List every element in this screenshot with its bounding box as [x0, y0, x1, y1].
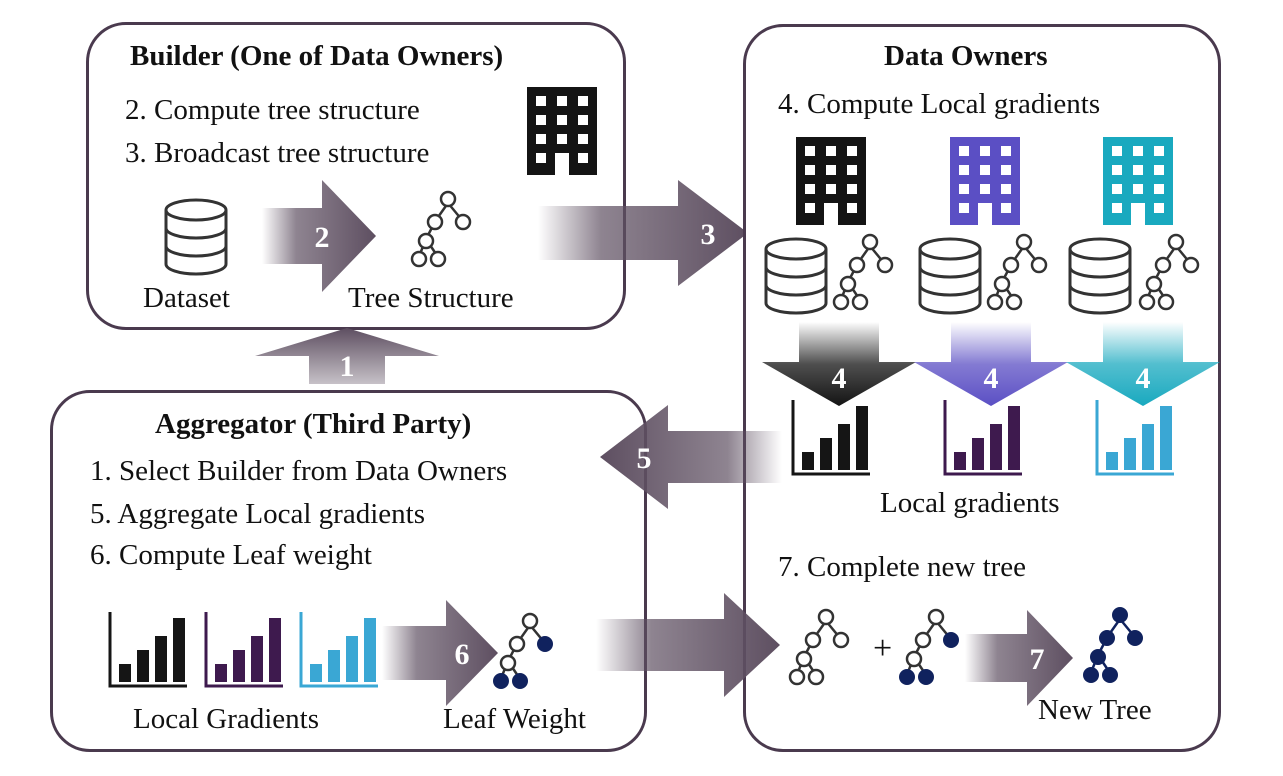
- plus-sign: +: [873, 630, 893, 667]
- arrow-4-owner-1: 4: [762, 322, 916, 406]
- aggregator-title: Aggregator (Third Party): [155, 408, 472, 440]
- arrow-4-owner-2-label: 4: [984, 362, 999, 395]
- arrow-7: 7: [965, 610, 1073, 706]
- tree-structure-icon-new: [788, 608, 850, 686]
- leaf-weight-tree-icon: [493, 612, 553, 689]
- arrow-4-owner-3-label: 4: [1136, 362, 1151, 395]
- arrow-5: 5: [600, 405, 782, 509]
- aggregator-step-1: 1. Select Builder from Data Owners: [90, 455, 508, 487]
- gradient-chart-owner-1: [791, 400, 870, 476]
- bar-chart-icon-purple: [204, 612, 283, 688]
- arrow-3: 3: [538, 180, 748, 286]
- new-tree-icon: [1083, 607, 1143, 683]
- arrow-5-label: 5: [637, 442, 652, 475]
- data-owners-step-4: 4. Compute Local gradients: [778, 88, 1101, 120]
- building-icon-owner-2: [950, 137, 1020, 225]
- tree-structure-label: Tree Structure: [348, 282, 514, 314]
- builder-box: [86, 22, 626, 330]
- building-icon-owner-3: [1103, 137, 1173, 225]
- building-icon-owner-1: [796, 137, 866, 225]
- arrow-4-owner-1-label: 4: [832, 362, 847, 395]
- builder-step-3: 3. Broadcast tree structure: [125, 137, 430, 169]
- bar-chart-icon-blue: [299, 612, 378, 688]
- builder-title: Builder (One of Data Owners): [130, 40, 504, 72]
- arrow-2: 2: [262, 180, 376, 292]
- bar-chart-icon-black: [108, 612, 187, 688]
- arrow-3-label: 3: [701, 218, 716, 251]
- arrow-1: 1: [255, 328, 439, 384]
- arrow-1-label: 1: [340, 350, 355, 383]
- tree-icon-owner-1: [832, 233, 894, 311]
- aggregator-step-5: 5. Aggregate Local gradients: [90, 498, 425, 530]
- leaf-weight-label: Leaf Weight: [443, 703, 586, 735]
- dataset-label: Dataset: [143, 282, 230, 314]
- tree-icon-owner-3: [1138, 233, 1200, 311]
- local-gradients-label-owners: Local gradients: [880, 487, 1060, 519]
- tree-icon-owner-2: [986, 233, 1048, 311]
- leaf-weight-tree-icon-new: [899, 608, 959, 685]
- arrow-7-label: 7: [1030, 643, 1045, 676]
- building-icon: [527, 87, 597, 175]
- database-icon-owner-3: [1068, 237, 1132, 315]
- arrow-6: 6: [382, 600, 498, 706]
- arrow-to-complete-tree: [596, 593, 780, 697]
- data-owners-title: Data Owners: [884, 40, 1048, 72]
- database-icon-owner-1: [764, 237, 828, 315]
- data-owners-step-7: 7. Complete new tree: [778, 551, 1027, 583]
- aggregator-box: [50, 390, 647, 752]
- arrow-4-owner-2: 4: [914, 322, 1068, 406]
- new-tree-label: New Tree: [1038, 694, 1152, 726]
- arrow-4-owner-3: 4: [1066, 322, 1220, 406]
- database-icon-owner-2: [918, 237, 982, 315]
- local-gradients-label-aggregator: Local Gradients: [133, 703, 320, 735]
- tree-structure-icon: [410, 190, 472, 268]
- builder-step-2: 2. Compute tree structure: [125, 94, 420, 126]
- gradient-chart-owner-2: [943, 400, 1022, 476]
- gradient-chart-owner-3: [1095, 400, 1174, 476]
- arrow-2-label: 2: [315, 221, 330, 254]
- aggregator-step-6: 6. Compute Leaf weight: [90, 539, 372, 571]
- arrow-6-label: 6: [455, 638, 470, 671]
- database-icon: [164, 198, 228, 276]
